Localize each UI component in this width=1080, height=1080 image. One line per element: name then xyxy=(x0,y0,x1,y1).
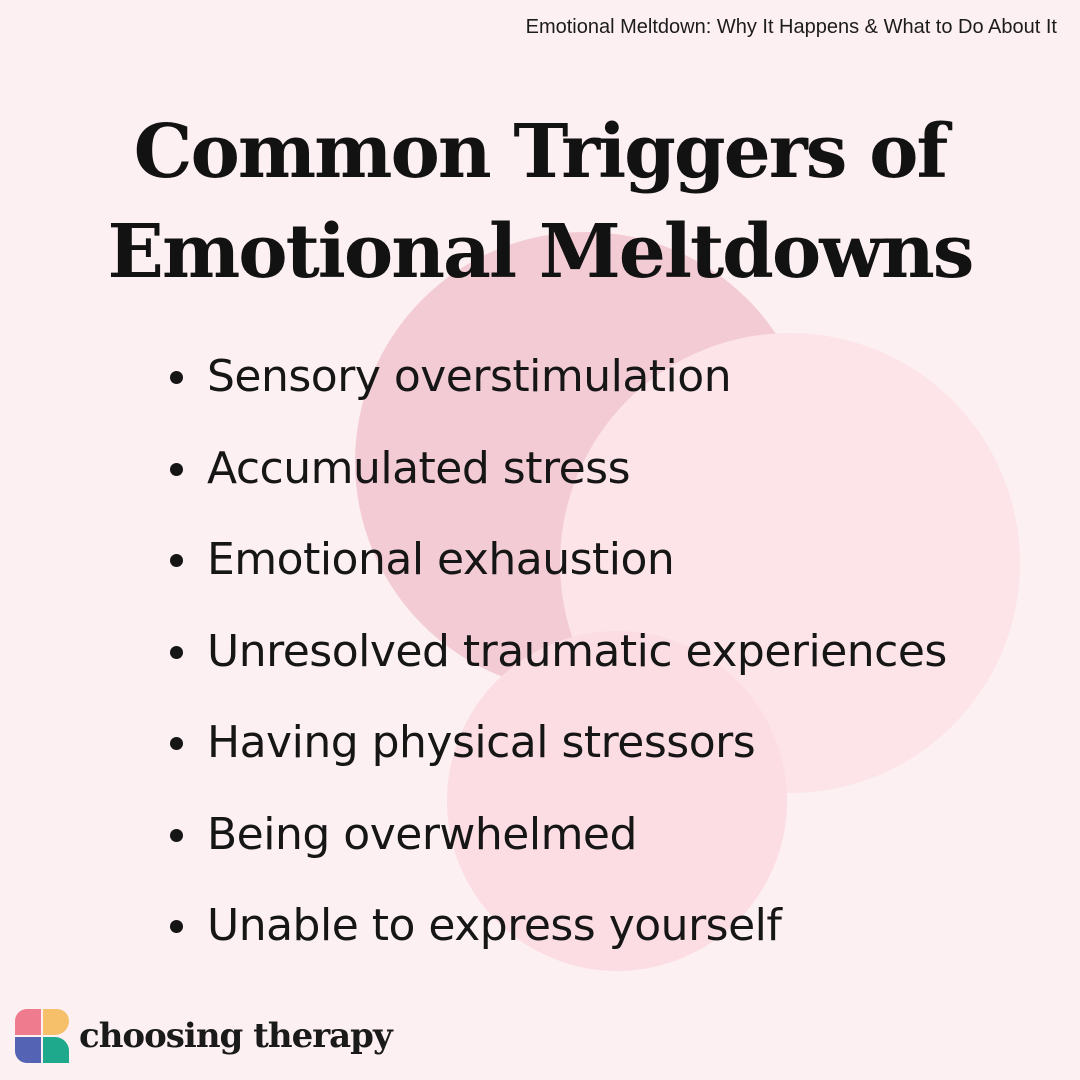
choosing-therapy-logo-icon xyxy=(15,1009,69,1063)
list-item: Emotional exhaustion xyxy=(0,533,1080,625)
list-item-text: Being overwhelmed xyxy=(207,808,637,860)
bullet-icon xyxy=(170,645,183,659)
title-line-2: Emotional Meltdowns xyxy=(107,209,975,295)
triggers-list: Sensory overstimulation Accumulated stre… xyxy=(0,350,1080,991)
bullet-icon xyxy=(170,371,183,384)
list-item: Unable to express yourself xyxy=(0,899,1080,991)
decorative-circle xyxy=(447,631,787,971)
list-item: Having physical stressors xyxy=(0,716,1080,808)
list-item: Unresolved traumatic experiences xyxy=(0,625,1080,717)
list-item-text: Unable to express yourself xyxy=(207,900,782,951)
list-item-text: Accumulated stress xyxy=(207,442,631,494)
title-line-1: Common Triggers of xyxy=(133,109,949,195)
list-item: Accumulated stress xyxy=(0,442,1080,534)
list-item-text: Unresolved traumatic experiences xyxy=(207,625,947,677)
list-item: Sensory overstimulation xyxy=(0,350,1080,442)
page-title: Common Triggers of Emotional Meltdowns xyxy=(0,102,1080,302)
brand-name: choosing therapy xyxy=(79,1016,393,1056)
list-item-text: Sensory overstimulation xyxy=(207,351,732,402)
article-caption: Emotional Meltdown: Why It Happens & Wha… xyxy=(525,16,1057,38)
brand-logo: choosing therapy xyxy=(15,1008,393,1064)
list-item-text: Emotional exhaustion xyxy=(207,534,675,585)
list-item-text: Having physical stressors xyxy=(207,717,756,768)
bullet-icon xyxy=(170,554,183,567)
bullet-icon xyxy=(170,920,183,933)
bullet-icon xyxy=(170,828,183,842)
bullet-icon xyxy=(170,462,183,476)
bullet-icon xyxy=(170,737,183,750)
list-item: Being overwhelmed xyxy=(0,808,1080,900)
